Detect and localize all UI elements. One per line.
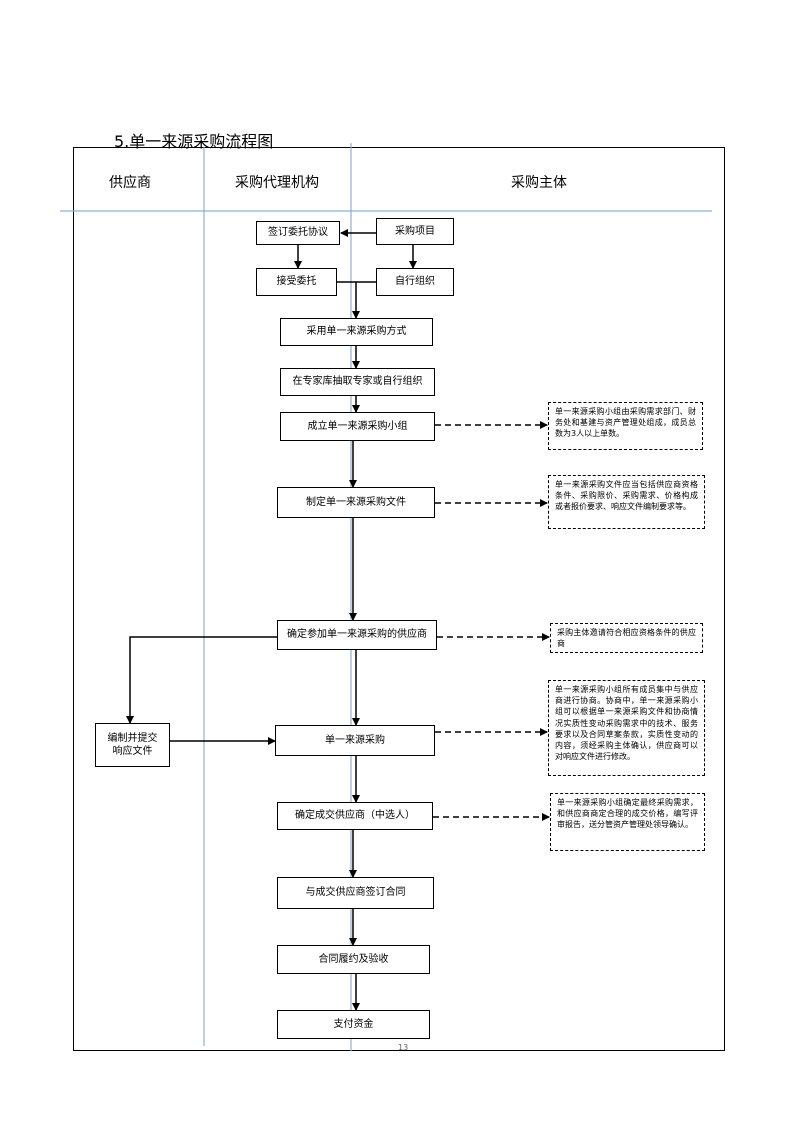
- step-form-procurement-group: 成立单一来源采购小组: [280, 412, 435, 441]
- step-accept-commission: 接受委托: [256, 268, 337, 296]
- step-single-source-procurement: 单一来源采购: [275, 725, 435, 756]
- step-prepare-procurement-docs: 制定单一来源采购文件: [277, 487, 435, 518]
- step-sign-agreement: 签订委托协议: [256, 221, 340, 245]
- dashed-arrows: [433, 421, 550, 821]
- step-determine-supplier: 确定参加单一来源采购的供应商: [277, 620, 437, 650]
- flowchart-frame: [73, 147, 725, 1051]
- note-procurement-docs: 单一来源采购文件应当包括供应商资格条件、采购限价、采购需求、价格构成或者报价要求…: [548, 475, 705, 529]
- step-procurement-project: 采购项目: [376, 218, 454, 245]
- step-adopt-single-source-method: 采用单一来源采购方式: [280, 318, 433, 346]
- lane-header-supplier: 供应商: [109, 175, 151, 191]
- step-payment: 支付资金: [277, 1010, 430, 1039]
- page-title: 5.单一来源采购流程图: [114, 132, 274, 151]
- note-invite-supplier: 采购主体邀请符合相应资格条件的供应商: [550, 623, 703, 653]
- note-negotiation: 单一来源采购小组所有成员集中与供应商进行协商。协商中，单一来源采购小组可以根据单…: [548, 680, 705, 776]
- lane-header-agency: 采购代理机构: [235, 175, 319, 191]
- note-confirm-winner: 单一来源采购小组确定最终采购需求，和供应商商定合理的成交价格，编写评审报告，送分…: [550, 793, 705, 851]
- step-contract-performance: 合同履约及验收: [277, 945, 430, 974]
- step-draw-experts: 在专家库抽取专家或自行组织: [280, 368, 435, 396]
- page-number: 13: [398, 1043, 409, 1052]
- step-sign-contract: 与成交供应商签订合同: [277, 877, 434, 909]
- step-confirm-winning-supplier: 确定成交供应商（中选人）: [277, 802, 433, 830]
- solid-arrows: [126, 229, 417, 1011]
- note-group-composition: 单一来源采购小组由采购需求部门、财务处和基建与资产管理处组成，成员总数为3人以上…: [548, 402, 703, 450]
- step-prepare-response-docs: 编制并提交 响应文件: [95, 723, 170, 767]
- lane-header-purchaser: 采购主体: [511, 175, 567, 191]
- step-self-organize: 自行组织: [376, 268, 454, 296]
